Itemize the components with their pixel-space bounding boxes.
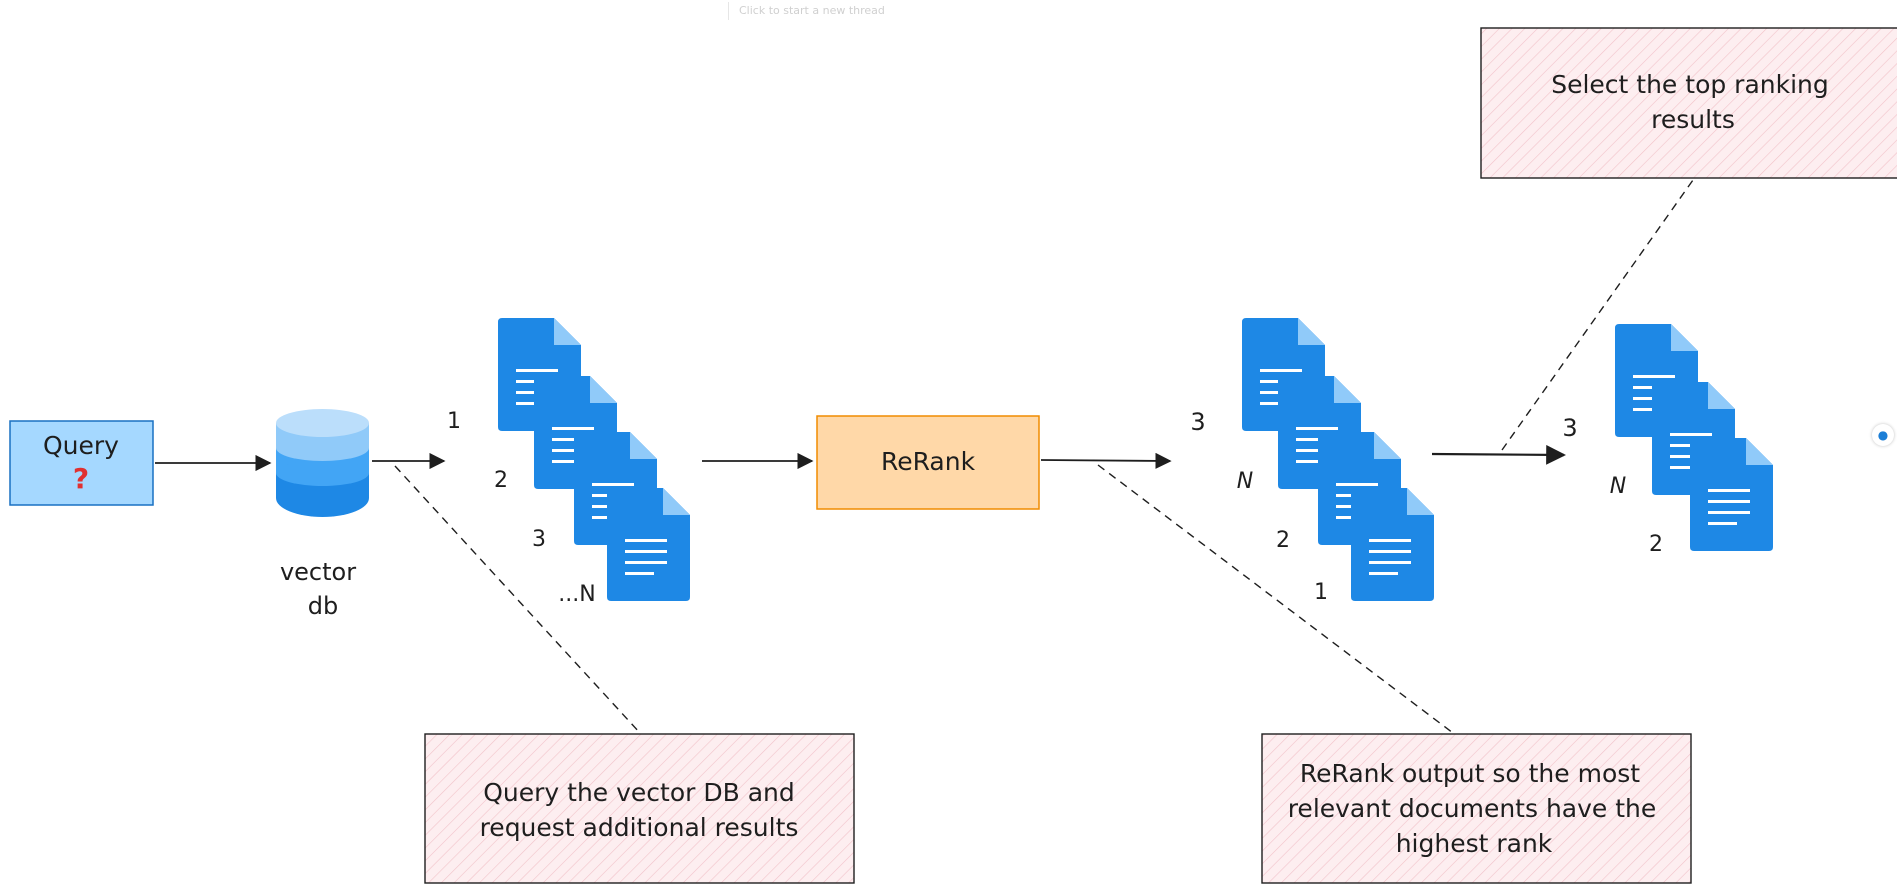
document-icon (1351, 488, 1434, 601)
rerank-label: ReRank (881, 447, 976, 476)
vector-db-label-line2: db (308, 592, 338, 620)
top-doc-label-2: 2 (1649, 532, 1663, 557)
database-icon (276, 409, 369, 517)
vector-db-label-line1: vector (280, 558, 356, 586)
retrieved-doc-label-3: 3 (532, 527, 546, 552)
query-box[interactable]: Query ? (9, 420, 154, 506)
question-mark-icon: ? (73, 462, 89, 495)
top-documents-stack (1615, 324, 1773, 551)
note-query-vector-db[interactable]: Query the vector DB and request addition… (424, 733, 855, 884)
top-doc-label-3: 3 (1562, 414, 1577, 442)
note-rerank-line1: ReRank output so the most (1300, 759, 1640, 788)
retrieved-documents-stack (498, 318, 690, 601)
reranked-documents-stack (1242, 318, 1434, 601)
retrieved-doc-label-2: 2 (494, 468, 508, 493)
top-doc-label-n: N (1610, 474, 1626, 499)
document-icon (1690, 438, 1773, 551)
query-label: Query (43, 431, 119, 460)
note-rerank-output[interactable]: ReRank output so the most relevant docum… (1261, 733, 1692, 884)
rerank-box[interactable]: ReRank (816, 415, 1040, 510)
reranked-doc-label-3: 3 (1190, 408, 1205, 436)
arrow-to-top-results (1431, 444, 1566, 465)
reranked-doc-label-n: N (1237, 469, 1253, 494)
note-rerank-line3: highest rank (1396, 829, 1553, 858)
droplet-icon[interactable]: ● (1872, 424, 1894, 446)
reranked-doc-label-1: 1 (1314, 580, 1328, 605)
document-icon (607, 488, 690, 601)
note-select-top-results[interactable]: Select the top ranking results (1480, 27, 1897, 179)
note-rerank-line2: relevant documents have the (1288, 794, 1657, 823)
note-select-line1: Select the top ranking (1551, 70, 1829, 99)
connector-query-note (394, 465, 641, 734)
retrieved-doc-label-n: ...N (558, 582, 595, 607)
note-select-line2: results (1651, 105, 1735, 134)
canvas-hint: Click to start a new thread (728, 2, 885, 20)
connector-rerank-note (1097, 464, 1454, 734)
arrow-rerank-to-docs (1040, 452, 1172, 469)
retrieved-doc-label-1: 1 (447, 409, 461, 434)
reranked-doc-label-2: 2 (1276, 528, 1290, 553)
note-query-line2: request additional results (480, 813, 799, 842)
note-query-line1: Query the vector DB and (483, 778, 795, 807)
